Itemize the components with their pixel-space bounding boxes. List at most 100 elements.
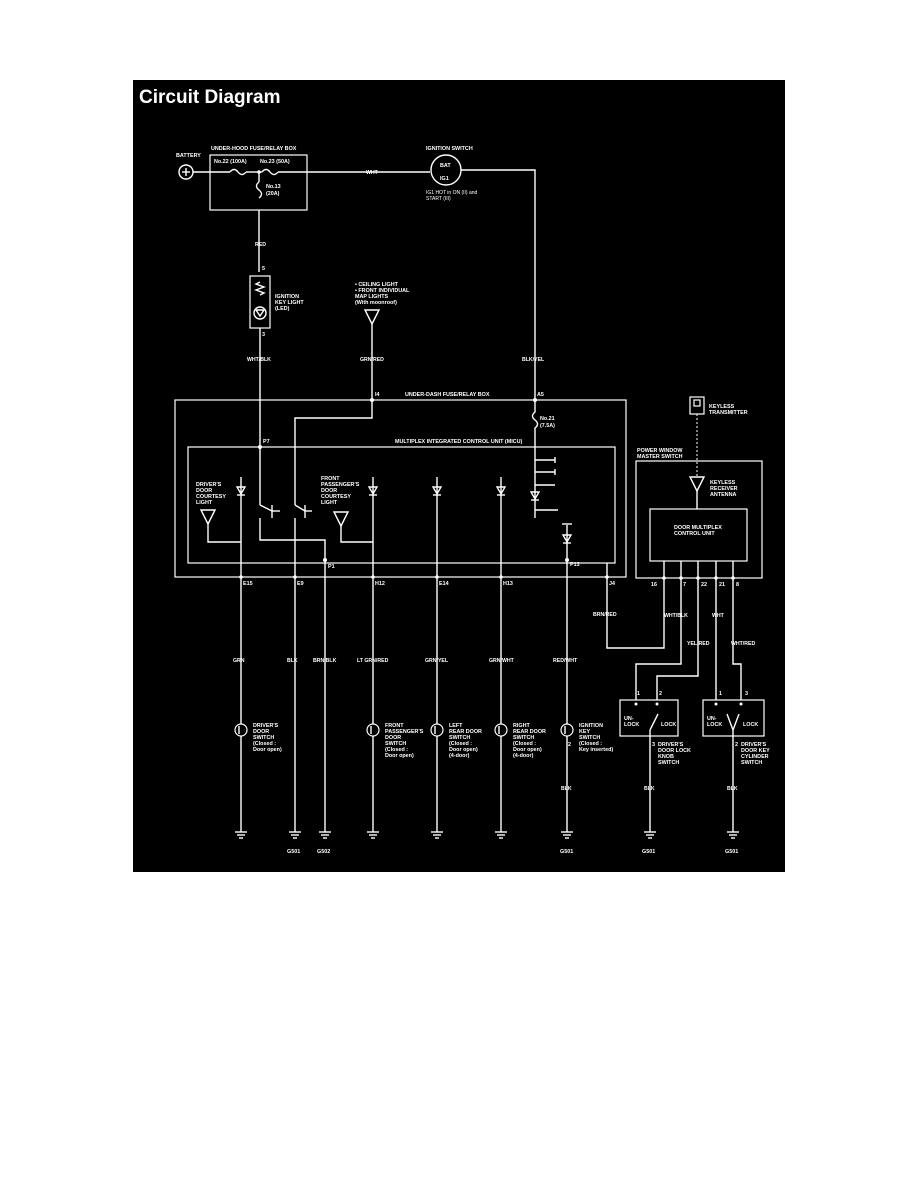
pin-p7: P7: [263, 439, 270, 445]
ignition-note-1: IG1 HOT in ON (II) and: [426, 190, 478, 196]
door-lock-knob-switch: 1 2 UN- LOCK LOCK 3 DRIVER'S DOOR LOCK K…: [619, 691, 691, 766]
driver-courtesy-label-2: DOOR: [196, 488, 212, 494]
ground-g501-a: G501: [287, 849, 300, 855]
right-rear-door-switch: RIGHT REAR DOOR SWITCH (Closed : Door op…: [494, 723, 546, 759]
ign-key-sw-label-3: SWITCH: [579, 735, 600, 741]
pin-3: 3: [262, 332, 265, 338]
fuse22-symbol: [229, 168, 247, 176]
wire-grn-label: GRN: [233, 658, 245, 664]
driver-courtesy-light: DRIVER'S DOOR COURTESY LIGHT: [196, 482, 241, 543]
door-mpx-label-1: DOOR MULTIPLEX: [674, 525, 722, 531]
fuse23-symbol: [261, 168, 279, 176]
pin-e14: E14: [439, 581, 449, 587]
pass-courtesy-label-2: PASSENGER'S: [321, 482, 360, 488]
page-title: Circuit Diagram: [139, 87, 280, 108]
driver-courtesy-label-4: LIGHT: [196, 500, 213, 506]
knob-unlock-1: UN-: [624, 716, 634, 722]
knob-pin-1: 1: [637, 691, 640, 697]
pass-door-sw-label-6: Door open): [385, 753, 414, 759]
keyless-rx-label-2: RECEIVER: [710, 486, 738, 492]
keyless-transmitter: KEYLESS TRANSMITTER: [689, 396, 748, 424]
pass-courtesy-label-4: COURTESY: [321, 494, 351, 500]
micu-diodes: [235, 477, 573, 577]
pin-8: 8: [736, 582, 739, 588]
knob-pin-2: 2: [659, 691, 662, 697]
pwm-label-1: POWER WINDOW: [637, 448, 683, 454]
cyl-label-4: SWITCH: [741, 760, 762, 766]
right-rear-sw-label-3: SWITCH: [513, 735, 534, 741]
keyless-rx-label-3: ANTENNA: [710, 492, 736, 498]
pin-h13: H13: [503, 581, 513, 587]
wire-wht-red-label: WHT/RED: [731, 641, 755, 647]
ceiling-light-label-1: • CEILING LIGHT: [355, 282, 399, 288]
cyl-lock: LOCK: [743, 722, 758, 728]
right-rear-sw-label-1: RIGHT: [513, 723, 530, 729]
door-key-cylinder-switch: 1 3 UN- LOCK LOCK 2 DRIVER'S DOOR KEY CY…: [702, 691, 770, 766]
driver-door-switch: DRIVER'S DOOR SWITCH (Closed : Door open…: [234, 723, 282, 753]
wire-wht-blk-label: WHT/BLK: [247, 357, 271, 363]
underdash-fuse-box: UNDER-DASH FUSE/RELAY BOX I4 A5 No.21 (7…: [174, 392, 627, 578]
wire-grn-wht-label: GRN/WHT: [489, 658, 515, 664]
pin-22: 22: [701, 582, 707, 588]
left-rear-sw-label-3: SWITCH: [449, 735, 470, 741]
wire-wht-label: WHT: [366, 170, 379, 176]
wire-blk-label: BLK: [287, 658, 298, 664]
pin-7: 7: [683, 582, 686, 588]
underhood-fuse-box: UNDER-HOOD FUSE/RELAY BOX No.22 (100A) N…: [209, 146, 308, 211]
key-light-label-2: KEY LIGHT: [275, 300, 304, 306]
wire-knob-blk-label: BLK: [644, 786, 655, 792]
left-rear-sw-label-1: LEFT: [449, 723, 463, 729]
knob-label-2: DOOR LOCK: [658, 748, 691, 754]
fuse23-label: No.23 (50A): [260, 159, 290, 165]
pin-e9: E9: [297, 581, 304, 587]
pin-5: 5: [262, 266, 265, 272]
pin-p13: P13: [570, 562, 580, 568]
wire-brn-red-label: BRN/RED: [593, 612, 617, 618]
ceiling-light-label-2: • FRONT INDIVIDUAL: [355, 288, 410, 294]
pass-door-sw-label-1: FRONT: [385, 723, 404, 729]
driver-door-sw-label-5: Door open): [253, 747, 282, 753]
knob-label-4: SWITCH: [658, 760, 679, 766]
power-window-master-switch: POWER WINDOW MASTER SWITCH KEYLESS RECEI…: [635, 448, 763, 579]
ground-g502: G502: [317, 849, 330, 855]
pin-h12: H12: [375, 581, 385, 587]
driver-door-sw-label-4: (Closed :: [253, 741, 276, 747]
keyless-receiver-antenna: [688, 476, 706, 493]
pin-e15: E15: [243, 581, 253, 587]
cyl-pin-1: 1: [719, 691, 722, 697]
bat-label: BAT: [440, 163, 451, 169]
pin-ign-2: 2: [568, 742, 571, 748]
fuse13-label-2: (20A): [266, 191, 280, 197]
wire-brn-blk-label: BRN/BLK: [313, 658, 337, 664]
right-rear-sw-label-5: Door open): [513, 747, 542, 753]
ign-key-sw-label-1: IGNITION: [579, 723, 603, 729]
left-rear-sw-label-4: (Closed :: [449, 741, 472, 747]
driver-door-sw-label-1: DRIVER'S: [253, 723, 279, 729]
ground-symbols: [235, 831, 739, 839]
left-rear-sw-label-6: (4-door): [449, 753, 470, 759]
wire-yel-red-label: YEL/RED: [687, 641, 710, 647]
wire-grn-red-label: GRN/RED: [360, 357, 384, 363]
passenger-courtesy-light: FRONT PASSENGER'S DOOR COURTESY LIGHT: [321, 476, 373, 543]
cyl-label-1: DRIVER'S: [741, 742, 767, 748]
wire-red-wht-label: RED/WHT: [553, 658, 578, 664]
fuse21-label-2: (7.5A): [540, 423, 555, 429]
knob-lock: LOCK: [661, 722, 676, 728]
ceiling-light: • CEILING LIGHT • FRONT INDIVIDUAL MAP L…: [355, 282, 410, 326]
cyl-pin-2: 2: [735, 742, 738, 748]
pin-16: 16: [651, 582, 657, 588]
wire-ign-blk-label: BLK: [561, 786, 572, 792]
wire-cyl-blk-label: BLK: [727, 786, 738, 792]
pass-door-sw-label-5: (Closed :: [385, 747, 408, 753]
knob-label-3: KNOB: [658, 754, 674, 760]
driver-door-sw-label-3: SWITCH: [253, 735, 274, 741]
micu-transistor-1: [259, 504, 326, 560]
knob-label-1: DRIVER'S: [658, 742, 684, 748]
ignition-switch-label: IGNITION SWITCH: [426, 146, 473, 152]
ceiling-light-label-3: MAP LIGHTS: [355, 294, 389, 300]
fuse21-symbol: [531, 400, 539, 445]
micu-transistor-2: [294, 504, 312, 577]
pin-21: 21: [719, 582, 725, 588]
ign-key-sw-label-2: KEY: [579, 729, 590, 735]
